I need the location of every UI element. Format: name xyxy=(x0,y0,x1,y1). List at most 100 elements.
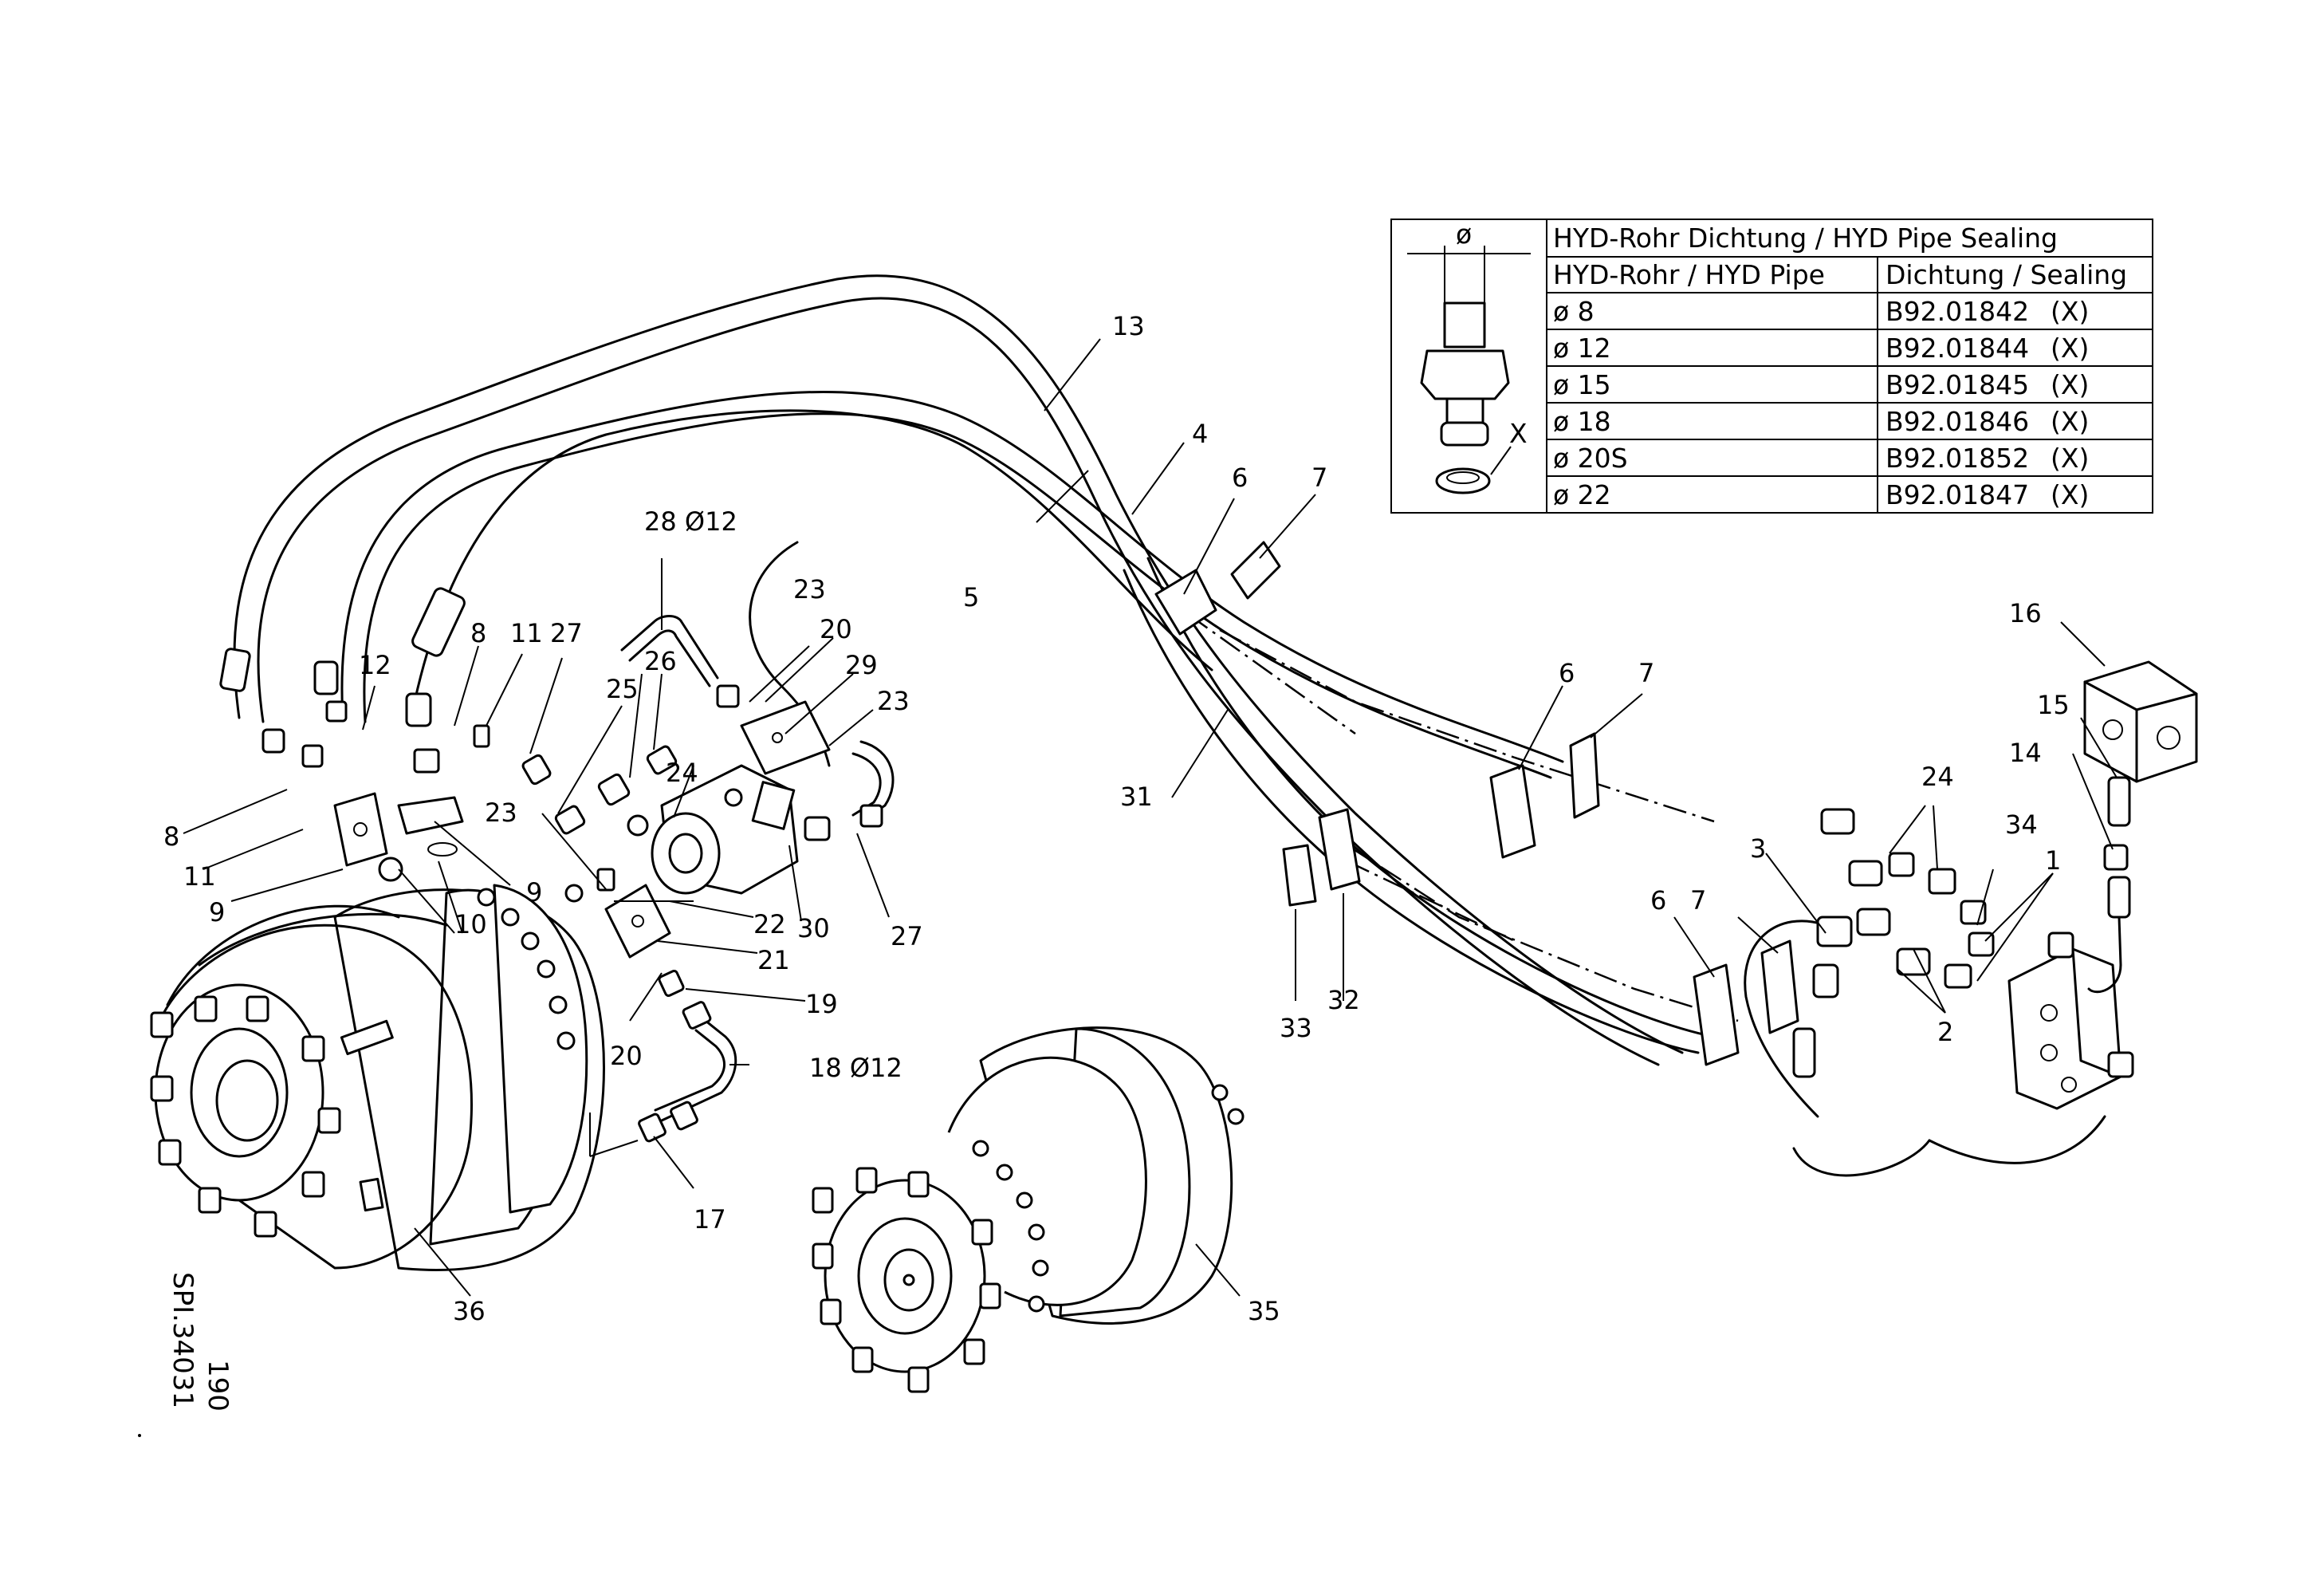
callout-8a: 8 xyxy=(163,821,179,852)
table-title: HYD-Rohr Dichtung / HYD Pipe Sealing xyxy=(1553,223,2058,254)
row-seal: B92.01846 xyxy=(1886,406,2029,437)
row-seal: B92.01845 xyxy=(1886,369,2029,400)
callout-15: 15 xyxy=(2037,690,2070,720)
callout-22: 22 xyxy=(753,909,786,939)
row-pipe: ø 22 xyxy=(1553,479,1611,510)
control-valve-manifold xyxy=(1792,808,2134,1110)
callout-29: 29 xyxy=(845,650,878,680)
table-row: ø 22 B92.01847 (X) xyxy=(1553,479,2089,510)
table-row: ø 20S B92.01852 (X) xyxy=(1553,443,2089,474)
callout-6c: 6 xyxy=(1650,885,1666,916)
valve-block-21 xyxy=(604,884,671,959)
leader-lines xyxy=(183,338,2118,1297)
callout-10: 10 xyxy=(454,909,487,939)
callout-30: 30 xyxy=(797,913,830,943)
callout-23b: 23 xyxy=(877,686,910,716)
table-row: ø 8 B92.01842 (X) xyxy=(1553,296,2089,327)
row-seal: B92.01842 xyxy=(1886,296,2029,327)
valve-block-29 xyxy=(740,700,831,775)
small-fittings xyxy=(378,684,883,1143)
row-pipe: ø 12 xyxy=(1553,333,1611,364)
drawing-code: SPI.34031 xyxy=(167,1272,199,1408)
table-row: ø 12 B92.01844 (X) xyxy=(1553,333,2089,364)
callout-25: 25 xyxy=(606,674,639,704)
hose-sleeves xyxy=(219,587,466,727)
callout-9b: 9 xyxy=(526,877,542,908)
callout-20a: 20 xyxy=(820,614,852,644)
row-mark: (X) xyxy=(2051,296,2089,327)
table-header-pipe: HYD-Rohr / HYD Pipe xyxy=(1553,259,1825,290)
pipe-clamps xyxy=(1154,541,1799,1066)
callout-35: 35 xyxy=(1248,1296,1280,1326)
gear-pump-30 xyxy=(651,764,799,895)
row-seal: B92.01844 xyxy=(1886,333,2029,364)
motor-bolt-ring-35 xyxy=(972,1084,1245,1313)
row-seal: B92.01847 xyxy=(1886,479,2029,510)
callout-16: 16 xyxy=(2009,598,2042,628)
callout-19: 19 xyxy=(805,989,838,1019)
callout-17: 17 xyxy=(694,1204,726,1235)
motor-bolt-ring xyxy=(477,888,576,1050)
callout-5: 5 xyxy=(963,582,979,612)
callout-23a: 23 xyxy=(793,574,826,605)
table-row: ø 15 B92.01845 (X) xyxy=(1553,369,2089,400)
callout-1: 1 xyxy=(2045,845,2061,876)
callout-4: 4 xyxy=(1192,419,1208,449)
callout-21: 21 xyxy=(757,945,790,975)
flange-block-9-12 xyxy=(261,700,464,867)
row-seal: B92.01852 xyxy=(1886,443,2029,474)
callout-2: 2 xyxy=(1937,1017,1953,1047)
wheel-studs xyxy=(150,995,341,1238)
callout-7b: 7 xyxy=(1638,658,1654,688)
row-mark: (X) xyxy=(2051,479,2089,510)
callout-23c: 23 xyxy=(485,798,517,828)
callout-7c: 7 xyxy=(1690,885,1706,916)
callout-24b: 24 xyxy=(1921,762,1954,792)
callout-20b: 20 xyxy=(610,1041,643,1071)
callout-labels: 13 4 5 6 7 6 7 31 33 32 6 7 3 24 34 1 2 … xyxy=(163,311,2070,1326)
callout-33: 33 xyxy=(1280,1013,1312,1043)
callout-6b: 6 xyxy=(1559,658,1575,688)
row-mark: (X) xyxy=(2051,369,2089,400)
callout-7a: 7 xyxy=(1311,463,1327,493)
callout-32: 32 xyxy=(1327,985,1360,1015)
callout-14: 14 xyxy=(2009,738,2042,768)
table-row: ø 18 B92.01846 (X) xyxy=(1553,406,2089,437)
callout-11b: 11 xyxy=(510,618,543,648)
seal-marker-x: X xyxy=(1509,418,1528,449)
row-pipe: ø 15 xyxy=(1553,369,1611,400)
row-pipe: ø 18 xyxy=(1553,406,1611,437)
page-number: 190 xyxy=(202,1360,234,1412)
callout-24a: 24 xyxy=(666,758,698,788)
callout-18: 18 Ø12 xyxy=(809,1053,902,1083)
pipe-seal-icon: ø X xyxy=(1407,219,1531,494)
callout-27b: 27 xyxy=(891,921,923,951)
callout-26: 26 xyxy=(644,646,677,676)
sealing-table: ø X HYD-Rohr Dichtung / HYD Pipe Sealing… xyxy=(1390,219,2153,514)
row-pipe: ø 20S xyxy=(1553,443,1628,474)
callout-13: 13 xyxy=(1112,311,1145,341)
diameter-symbol: ø xyxy=(1456,219,1472,250)
callout-27a: 27 xyxy=(550,618,583,648)
callout-12: 12 xyxy=(359,650,391,680)
callout-3: 3 xyxy=(1750,833,1766,864)
callout-9a: 9 xyxy=(209,897,225,927)
callout-28: 28 Ø12 xyxy=(644,506,737,537)
callout-31: 31 xyxy=(1120,782,1153,812)
row-mark: (X) xyxy=(2051,333,2089,364)
block-16-parts xyxy=(2083,660,2198,994)
row-mark: (X) xyxy=(2051,443,2089,474)
row-pipe: ø 8 xyxy=(1553,296,1595,327)
wheel-motor-36 xyxy=(150,884,605,1271)
callout-6a: 6 xyxy=(1232,463,1248,493)
table-header-seal: Dichtung / Sealing xyxy=(1886,259,2127,290)
wheel-studs-35 xyxy=(812,1167,1001,1393)
hydraulic-pipes xyxy=(233,274,2106,1177)
callout-11a: 11 xyxy=(183,861,216,892)
callout-36: 36 xyxy=(453,1296,486,1326)
row-mark: (X) xyxy=(2051,406,2089,437)
callout-8b: 8 xyxy=(470,618,486,648)
callout-34: 34 xyxy=(2005,809,2038,840)
wheel-motor-35 xyxy=(812,1026,1245,1393)
